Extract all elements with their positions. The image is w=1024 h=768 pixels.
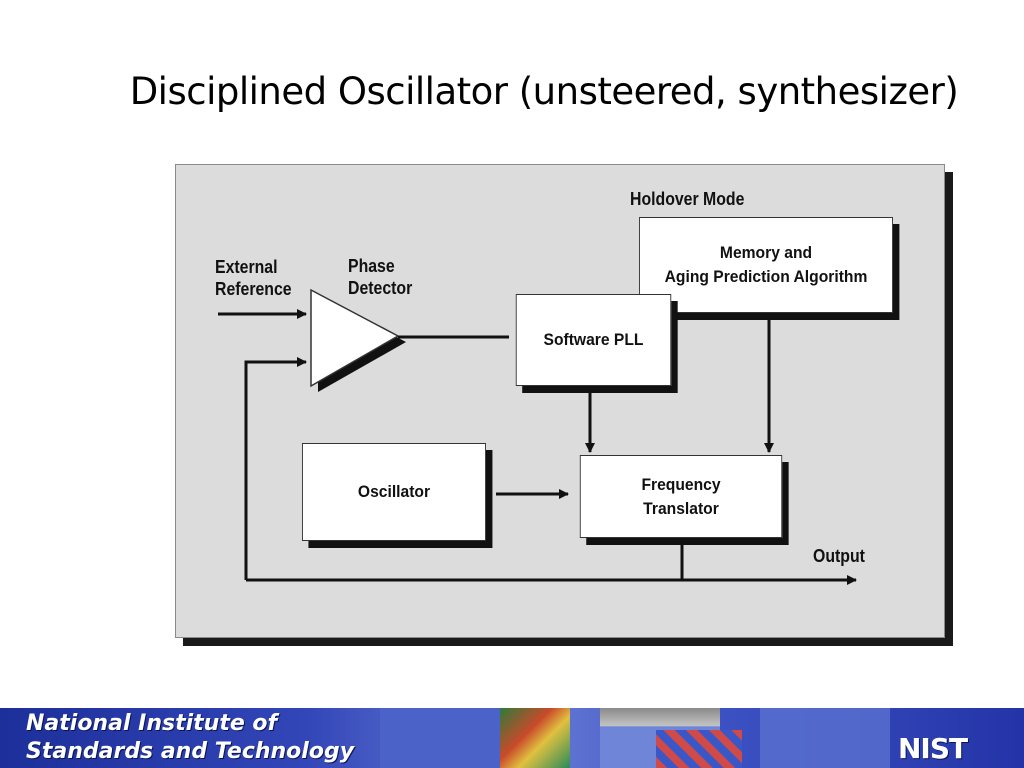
external-reference-label: External Reference — [215, 257, 292, 299]
phase-detector-label: Phase Detector — [348, 256, 413, 298]
footer-decor-tile — [500, 708, 570, 768]
diagram-connections — [218, 288, 857, 585]
software-pll-block: Software PLL — [515, 294, 672, 386]
slide-title: Disciplined Oscillator (unsteered, synth… — [129, 70, 959, 113]
holdover-mode-label: Holdover Mode — [630, 189, 745, 209]
memory-aging-block: Memory and Aging Prediction Algorithm — [639, 217, 893, 313]
phase-detector-symbol — [310, 288, 400, 388]
nist-logo: NIST — [898, 732, 968, 765]
footer-decor-tile — [656, 730, 742, 768]
footer-banner: National Institute of Standards and Tech… — [0, 708, 1024, 768]
feedback-loop-line — [244, 357, 307, 580]
output-label: Output — [813, 546, 865, 566]
footer-decor-tile — [380, 708, 500, 768]
oscillator-block: Oscillator — [302, 443, 486, 541]
frequency-translator-block: Frequency Translator — [579, 455, 783, 538]
organization-name: National Institute of Standards and Tech… — [26, 711, 355, 764]
footer-decor-tile — [760, 708, 890, 768]
